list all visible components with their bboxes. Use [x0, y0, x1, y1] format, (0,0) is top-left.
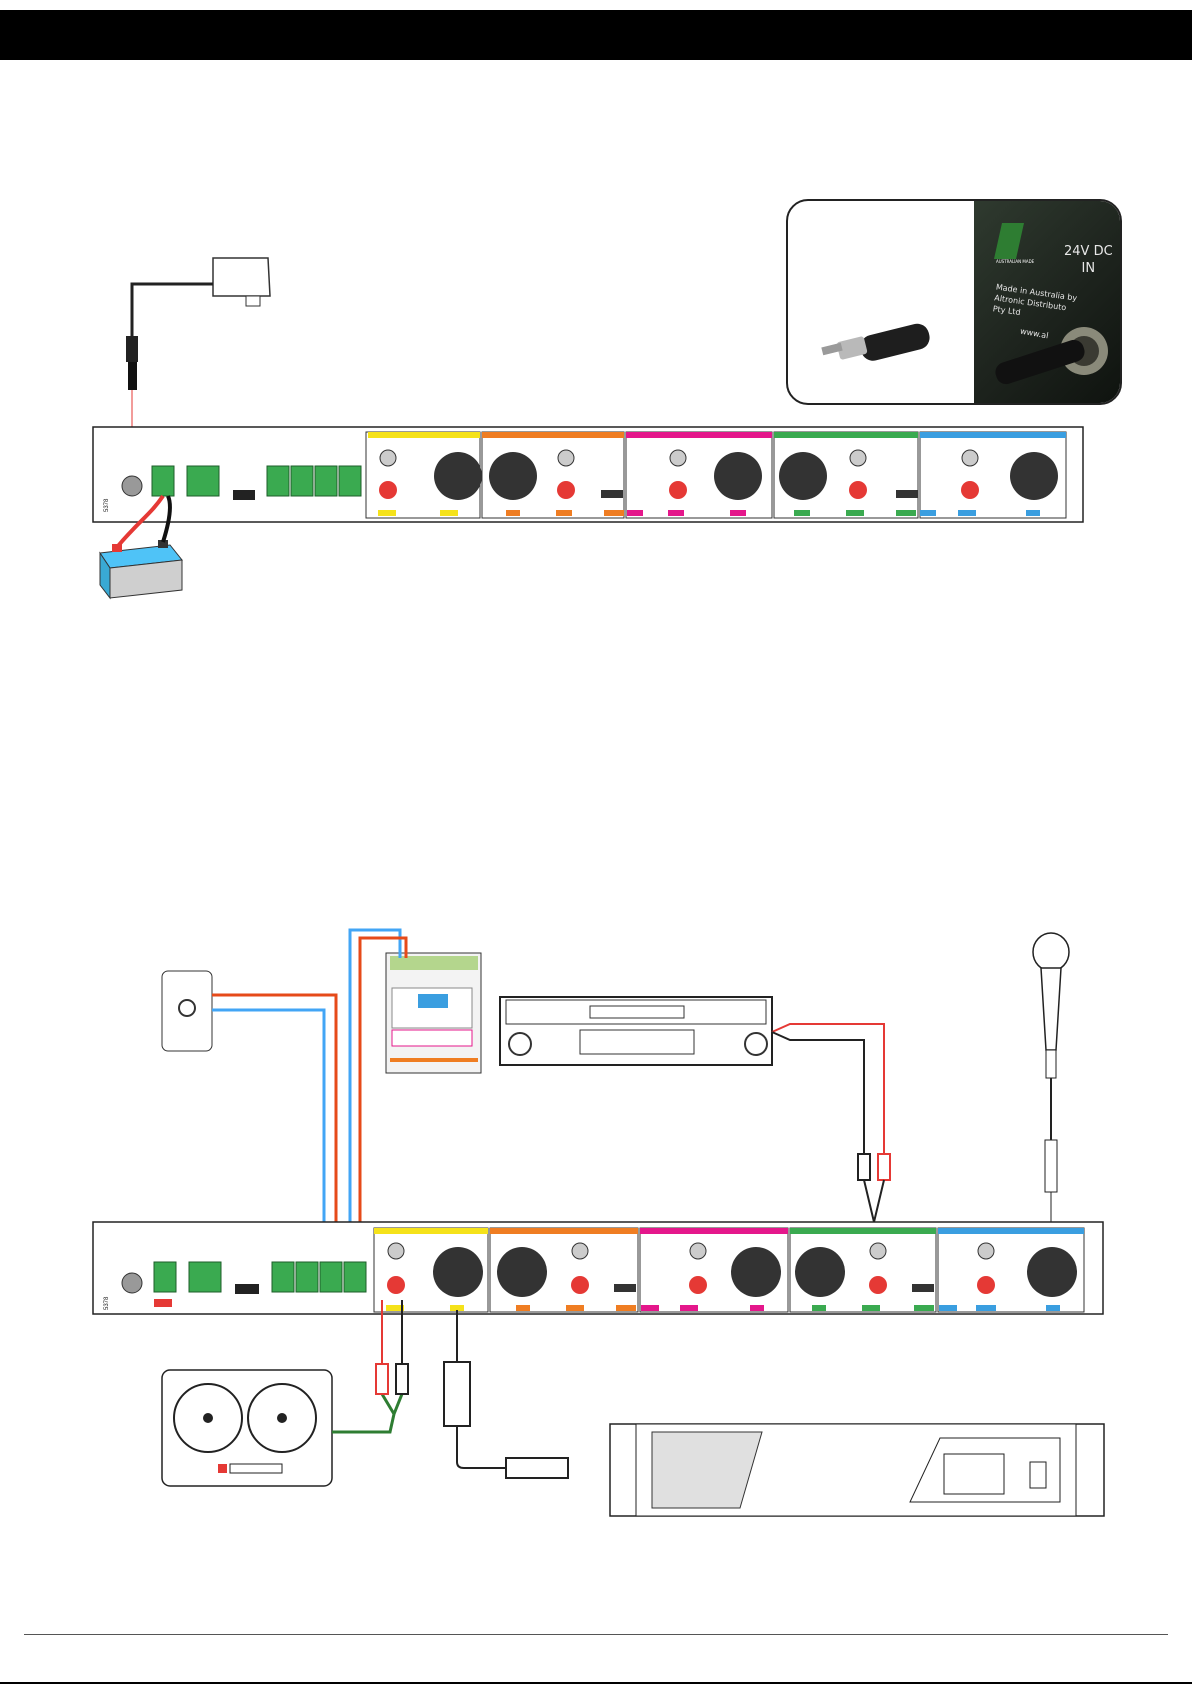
cd-player-icon — [500, 997, 772, 1065]
footer-rule — [24, 1634, 1168, 1635]
tape-recorder-icon — [162, 1370, 332, 1486]
bottom-rule — [0, 1682, 1192, 1684]
mixer-rear-panel-top: 5378 — [93, 427, 1083, 522]
relay-module-icon — [386, 953, 481, 1073]
power-adapter-icon — [126, 258, 270, 390]
cd-rca-cables — [772, 1024, 890, 1236]
relay-wires — [212, 930, 406, 1250]
xlr-to-amp-cable — [444, 1310, 568, 1478]
tape-cables — [332, 1300, 408, 1432]
svg-text:5378: 5378 — [104, 1296, 110, 1310]
power-amplifier-icon — [610, 1424, 1104, 1516]
microphone-icon — [1033, 933, 1069, 1236]
wall-plate-icon — [162, 971, 212, 1051]
mixer-rear-panel-bottom: 5378 — [93, 1222, 1103, 1314]
panel-model-label: 5378 — [104, 498, 110, 512]
